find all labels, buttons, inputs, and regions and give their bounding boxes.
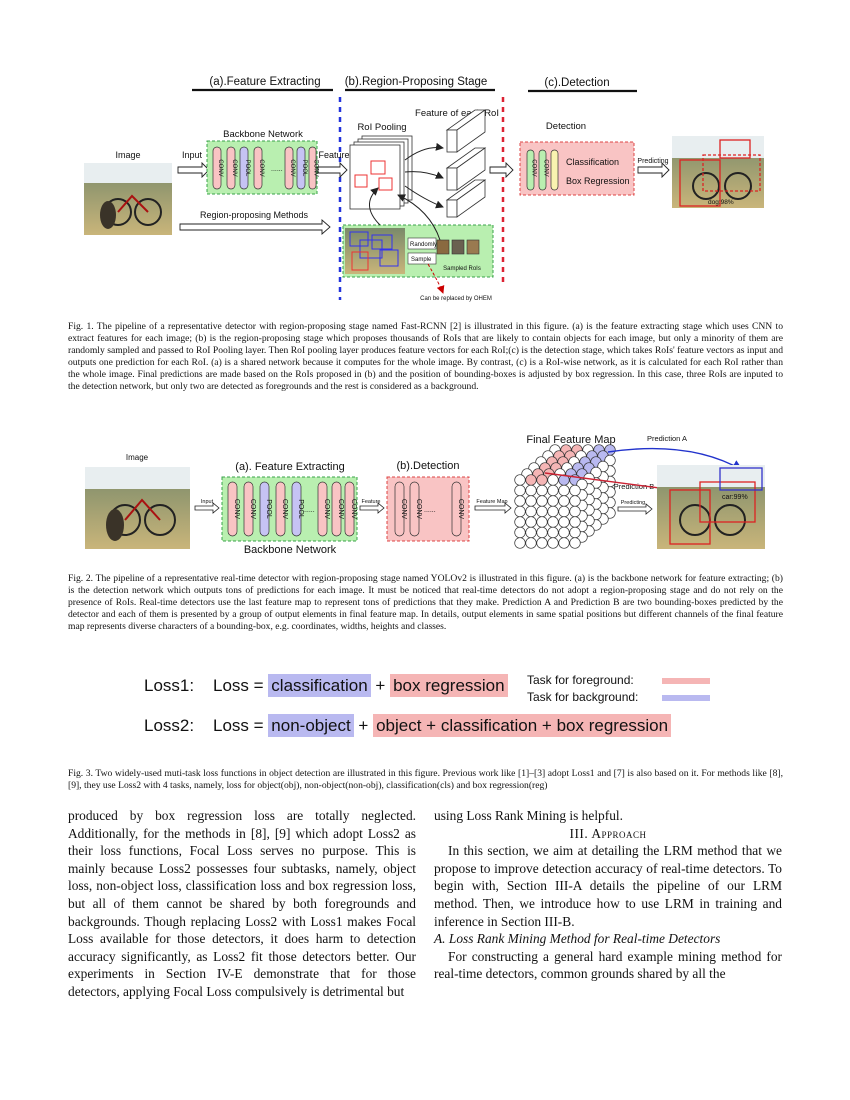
output-detection-label: dog:98%	[708, 199, 734, 206]
box-regression-label: Box Regression	[566, 176, 630, 186]
input-image	[84, 163, 172, 235]
prediction-b-label: Prediction B	[614, 482, 654, 491]
backbone-layers-2: ......	[227, 481, 355, 537]
randomly-label: Randomly	[410, 242, 437, 248]
layer-type-label: POOL	[265, 499, 272, 519]
sampled-rois-label: Sampled RoIs	[443, 266, 481, 272]
stage-a-label-2: (a). Feature Extracting	[235, 461, 344, 473]
approach-paragraph: In this section, we aim at detailing the…	[434, 843, 782, 929]
subsection-title: A. Loss Rank Mining Method for Real-time…	[434, 931, 721, 947]
sample-label: Sample	[411, 257, 432, 263]
subsection-paragraph: For constructing a general hard example …	[434, 948, 782, 982]
layer-type-label: CONV	[350, 499, 357, 520]
stage-c-label: (c).Detection	[544, 77, 609, 89]
loss1-classification: classification	[268, 674, 371, 697]
image-label-2: Image	[126, 453, 149, 462]
loss1-label: Loss1:	[144, 676, 195, 695]
predicting-label: Predicting	[637, 158, 668, 165]
loss1-row: Loss1: Loss = classification + box regre…	[144, 674, 508, 697]
layer-type-label: CONV	[457, 499, 464, 520]
detection-label: Detection	[546, 121, 586, 132]
layer-type-label: CONV	[415, 499, 422, 520]
figure-1-caption: Fig. 1. The pipeline of a representative…	[68, 321, 783, 393]
layer-type-label: CONV	[233, 499, 240, 520]
feature-label-2: Feature	[362, 499, 381, 505]
layer-type-label: CONV	[249, 499, 256, 520]
figure-3-caption: Fig. 3. Two widely-used muti-task loss f…	[68, 768, 783, 792]
right-column: using Loss Rank Mining is helpful. III. …	[434, 807, 782, 983]
svg-text:......: ......	[303, 507, 315, 514]
stage-b-label: (b).Region-Proposing Stage	[345, 76, 488, 88]
loss1-box-regression: box regression	[390, 674, 508, 697]
region-methods-label: Region-proposing Methods	[200, 210, 309, 220]
feature-map-stack	[349, 135, 413, 210]
layer-type-label: POOL	[244, 160, 250, 177]
layer-type-label: CONV	[543, 159, 549, 176]
legend-background-swatch	[662, 695, 710, 701]
svg-text:......: ......	[271, 166, 283, 173]
input-image-2	[85, 467, 190, 549]
layer-type-label: CONV	[313, 159, 319, 176]
layer-type-label: CONV	[323, 499, 330, 520]
prediction-a-label: Prediction A	[647, 434, 687, 443]
proposal-image	[345, 228, 405, 274]
right-column-first-line: using Loss Rank Mining is helpful.	[434, 808, 623, 823]
figure-1: (a).Feature Extracting (b).Region-Propos…	[84, 76, 764, 302]
backbone-layers: ......	[212, 146, 317, 190]
feature-label: Feature	[318, 150, 349, 160]
loss1-eq: Loss =	[213, 676, 264, 695]
layer-type-label: CONV	[337, 499, 344, 520]
roi-feature-vectors	[445, 109, 487, 218]
svg-text:......: ......	[424, 507, 436, 514]
section-title: III. Approach	[569, 825, 647, 841]
layer-type-label: CONV	[400, 499, 407, 520]
roi-pooling-label: RoI Pooling	[357, 122, 406, 133]
figure-2: Image Input (a). Feature Extracting ....…	[85, 434, 765, 556]
layer-type-label: CONV	[217, 159, 223, 176]
loss2-object-terms: object + classification + box regression	[373, 714, 672, 737]
loss2-eq: Loss =	[213, 716, 264, 735]
layer-type-label: CONV	[531, 159, 537, 176]
feature-each-roi-label: Feature of each RoI	[415, 108, 499, 119]
feature-map-label: Feature Map	[476, 499, 507, 505]
output-image: dog:98%	[672, 136, 764, 208]
layer-type-label: CONV	[281, 499, 288, 520]
layer-type-label: CONV	[289, 159, 295, 176]
predicting-label-2: Predicting	[621, 500, 645, 506]
backbone-label: Backbone Network	[223, 129, 303, 140]
left-column-paragraph: produced by box regression loss are tota…	[68, 808, 416, 999]
loss2-row: Loss2: Loss = non-object + object + clas…	[144, 714, 672, 737]
legend-foreground: Task for foreground:	[527, 673, 634, 687]
layer-type-label: POOL	[297, 499, 304, 519]
backbone-label-2: Backbone Network	[244, 544, 337, 556]
left-column: produced by box regression loss are tota…	[68, 807, 416, 1001]
input-label-2: Input	[201, 499, 214, 505]
input-label: Input	[182, 150, 203, 160]
output-image-2: car:99%	[657, 465, 765, 549]
legend-foreground-swatch	[662, 678, 710, 684]
final-feature-map-grid	[514, 444, 616, 549]
image-label: Image	[115, 150, 140, 160]
stage-b-label-2: (b).Detection	[397, 460, 460, 472]
legend-background: Task for background:	[527, 690, 639, 704]
layer-type-label: CONV	[231, 159, 237, 176]
classification-label: Classification	[566, 157, 619, 167]
loss2-label: Loss2:	[144, 716, 195, 735]
stage-a-label: (a).Feature Extracting	[209, 76, 320, 88]
loss2-non-object: non-object	[268, 714, 354, 737]
final-feature-map-label: Final Feature Map	[526, 434, 615, 446]
figure-2-caption: Fig. 2. The pipeline of a representative…	[68, 573, 783, 633]
layer-type-label: POOL	[301, 160, 307, 177]
layer-type-label: CONV	[258, 159, 264, 176]
ohem-note: Can be replaced by OHEM	[420, 296, 492, 302]
output-detection-label-2: car:99%	[722, 494, 748, 501]
